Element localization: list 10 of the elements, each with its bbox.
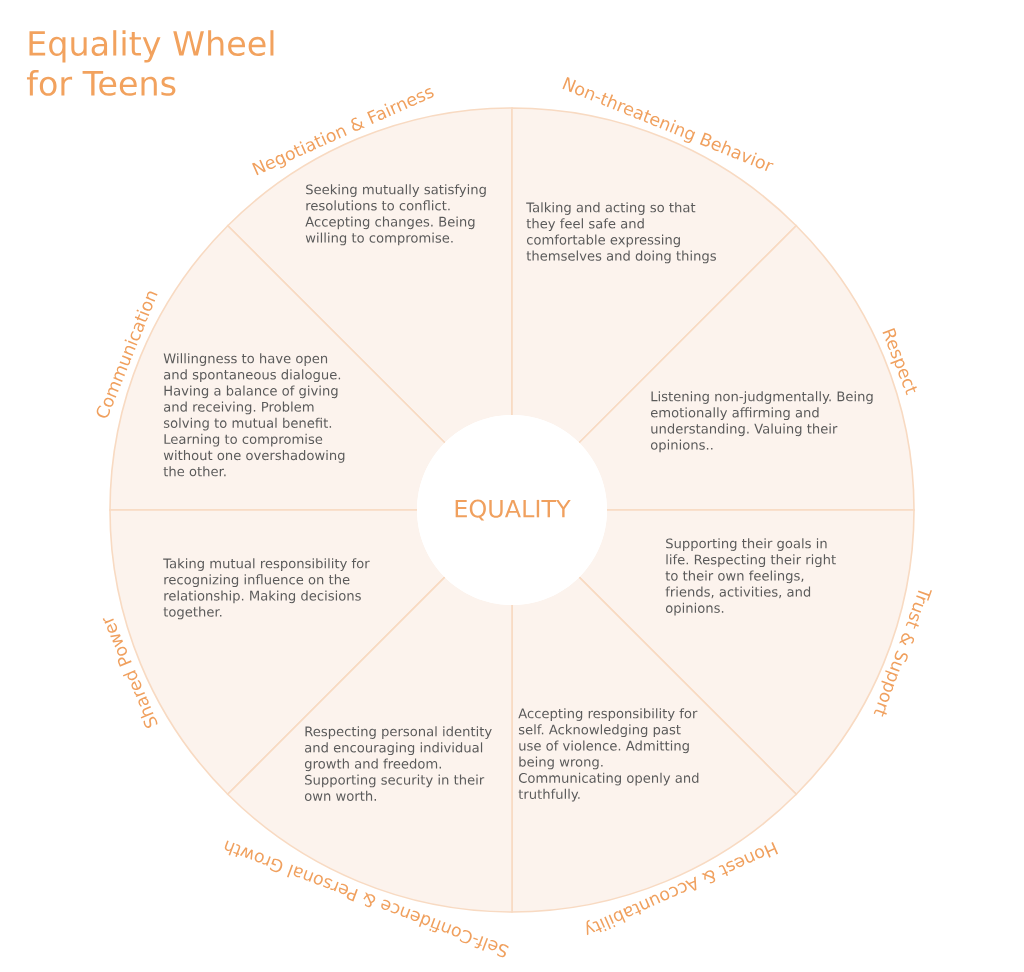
description-text: Respecting personal identity and encouraging individual growth and freedom. Supporting security in their own worth.: [304, 726, 492, 801]
description-text: Accepting responsibility for self. Acknowledging past use of violence. Admitting being wrong. Communicating openly and truthfully.: [518, 708, 699, 802]
description-text: Willingness to have open and spontaneous dialogue. Having a balance of giving and receiving. Problem solving to mutual benefit. Learning to compromise without one overshadowing the other.: [163, 353, 345, 477]
title: Equality Wheel for Teens: [26, 30, 274, 96]
description-text: Seeking mutually satisfying resolutions to conflict. Accepting changes. Being willing to compromise.: [305, 184, 486, 246]
description-text: Taking mutual responsibility for recognizing influence on the relationship. Making decisions together.: [163, 558, 370, 620]
description-text: Listening non-judgmentally. Being emotionally affirming and understanding. Valuing their opinions..: [650, 391, 873, 453]
description-text: Talking and acting so that they feel safe and comfortable expressing themselves and doing things: [526, 202, 716, 264]
description-text: Supporting their goals in life. Respecting their right to their own feelings, friends, activities, and opinions.: [665, 538, 836, 616]
node-label: EQUALITY: [455, 499, 571, 521]
